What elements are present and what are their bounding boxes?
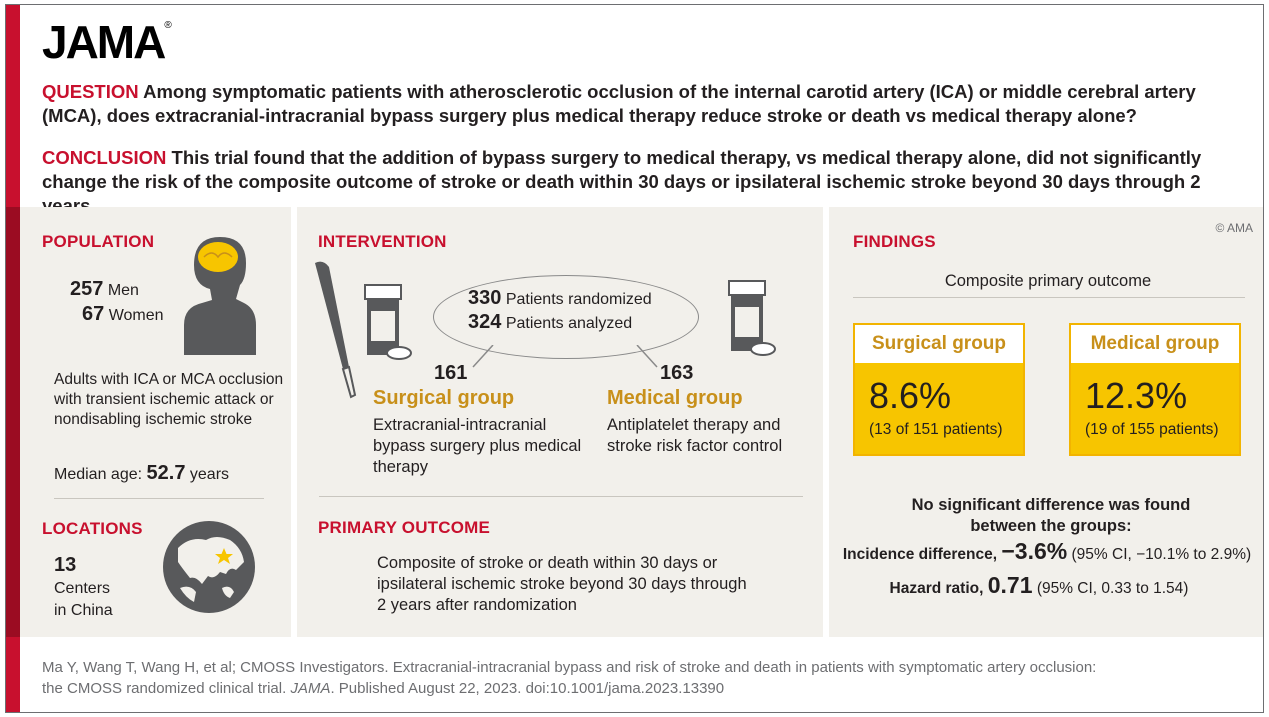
surgical-result-box: Surgical group 8.6% (13 of 151 patients) bbox=[853, 323, 1025, 456]
copyright: © AMA bbox=[1215, 221, 1253, 235]
findings-subtitle: Composite primary outcome bbox=[944, 272, 1152, 290]
randomization-arrows bbox=[472, 345, 658, 368]
hazard-ratio: Hazard ratio, 0.71 (95% CI, 0.33 to 1.54… bbox=[889, 572, 1189, 598]
medical-result-box: Medical group 12.3% (19 of 155 patients) bbox=[1069, 323, 1241, 456]
question-text: QUESTION Among symptomatic patients with… bbox=[42, 81, 1196, 126]
surgical-percent: 8.6% bbox=[869, 375, 952, 416]
population-heading: POPULATION bbox=[42, 232, 155, 251]
conclusion-label: CONCLUSION bbox=[42, 147, 167, 168]
surgical-group-label: Surgical group bbox=[373, 387, 515, 409]
pill-bottle-icon bbox=[728, 280, 776, 356]
person-head-icon bbox=[184, 237, 256, 355]
findings-panel: © AMA FINDINGS Composite primary outcome… bbox=[829, 207, 1263, 637]
intervention-panel: INTERVENTION 330 Patients randomized 324… bbox=[297, 207, 823, 637]
surgical-n: 161 bbox=[434, 362, 468, 384]
citation: Ma Y, Wang T, Wang H, et al; CMOSS Inves… bbox=[42, 659, 1097, 697]
visual-abstract: JAMA® QUESTION Among symptomatic patient… bbox=[5, 4, 1264, 713]
medical-percent: 12.3% bbox=[1085, 375, 1188, 416]
primary-outcome-text: Composite of stroke or death within 30 d… bbox=[377, 554, 747, 614]
incidence-difference: Incidence difference, −3.6% (95% CI, −10… bbox=[842, 538, 1252, 564]
locations-heading: LOCATIONS bbox=[42, 519, 143, 538]
findings-summary: No significant difference was found betw… bbox=[911, 496, 1191, 535]
population-description: Adults with ICA or MCA occlusion with tr… bbox=[54, 371, 284, 428]
intervention-heading: INTERVENTION bbox=[318, 232, 447, 251]
medical-group-label: Medical group bbox=[607, 387, 743, 409]
question-label: QUESTION bbox=[42, 81, 139, 102]
medical-description: Antiplatelet therapy and stroke risk fac… bbox=[607, 416, 783, 455]
median-age: Median age: 52.7 years bbox=[54, 462, 230, 484]
globe-icon bbox=[163, 521, 255, 613]
conclusion-text: CONCLUSION This trial found that the add… bbox=[42, 147, 1202, 216]
randomization-ellipse bbox=[433, 275, 699, 359]
medical-n: 163 bbox=[660, 362, 694, 384]
population-panel: POPULATION 257 Men 67 Women Adults with … bbox=[20, 207, 291, 637]
surgical-description: Extracranial-intracranial bypass surgery… bbox=[373, 416, 582, 476]
randomization-text: 330 Patients randomized 324 Patients ana… bbox=[468, 287, 652, 333]
red-side-bar bbox=[6, 5, 20, 712]
primary-outcome-heading: PRIMARY OUTCOME bbox=[318, 518, 491, 537]
pill-bottle-icon bbox=[364, 284, 412, 360]
scalpel-icon bbox=[315, 261, 357, 399]
locations-text: 13 Centers in China bbox=[54, 554, 113, 619]
findings-heading: FINDINGS bbox=[853, 232, 936, 251]
jama-logo: JAMA® bbox=[42, 16, 172, 68]
